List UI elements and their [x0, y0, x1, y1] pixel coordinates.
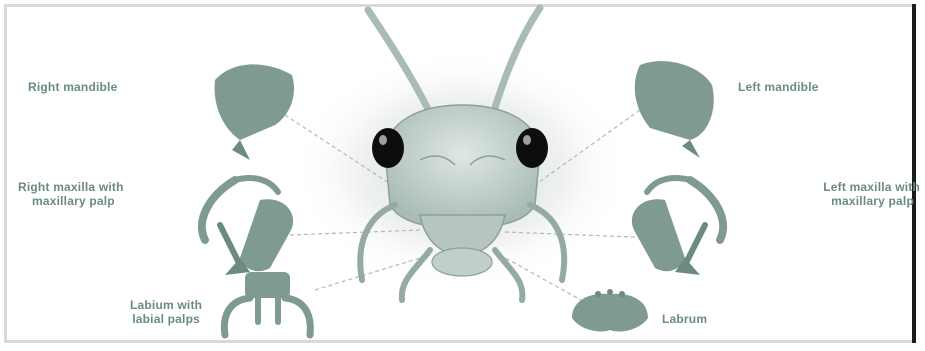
left-eye [372, 128, 404, 168]
label-left-maxilla: Left maxilla with maxillary palp [760, 180, 920, 208]
labium-part [224, 272, 310, 335]
label-right-mandible: Right mandible [28, 80, 117, 94]
label-labrum: Labrum [662, 312, 707, 326]
label-right-maxilla: Right maxilla with maxillary palp [18, 180, 208, 208]
right-maxilla-part [202, 178, 293, 275]
right-mandible-part [215, 64, 294, 160]
head-labrum [432, 248, 492, 276]
label-right-maxilla-line1: Right maxilla with [18, 180, 208, 194]
label-right-maxilla-line2: maxillary palp [18, 194, 208, 208]
right-eye [516, 128, 548, 168]
left-mandible-part [635, 61, 714, 158]
left-maxilla-part [632, 178, 723, 275]
label-labium-line2: labial palps [130, 312, 202, 326]
label-labium-line1: Labium with [130, 298, 202, 312]
label-labium: Labium with labial palps [130, 298, 202, 326]
label-left-maxilla-line2: maxillary palp [760, 194, 920, 208]
label-left-mandible: Left mandible [738, 80, 819, 94]
label-left-maxilla-line1: Left maxilla with [760, 180, 920, 194]
labrum-part [572, 289, 648, 332]
